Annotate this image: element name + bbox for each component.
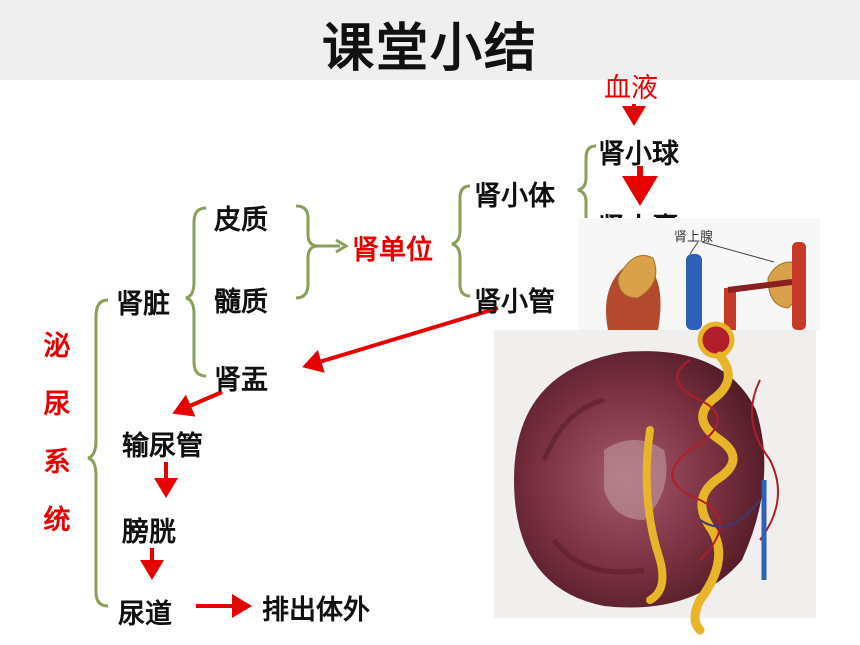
merge-brace (295, 204, 319, 300)
ureter-label: 输尿管 (122, 431, 203, 462)
kidney-photo-drawing (494, 330, 816, 618)
bladder-label: 膀胱 (122, 517, 176, 548)
adrenal-caption: 肾上腺 (674, 230, 714, 245)
glomerulus-label: 肾小球 (598, 139, 679, 170)
pelvis-label: 肾盂 (214, 365, 268, 396)
excrete-label: 排出体外 (262, 595, 370, 626)
system-brace (87, 298, 109, 608)
blood-label: 血液 (604, 73, 658, 104)
corpuscle-label: 肾小体 (474, 181, 555, 212)
kidney-label: 肾脏 (116, 289, 170, 320)
adrenal-kidney-illustration: 肾上腺 (578, 218, 820, 330)
cortex-label: 皮质 (214, 205, 268, 236)
page-title: 课堂小结 (321, 19, 538, 79)
adrenal-drawing (606, 241, 806, 330)
title-bar (0, 0, 860, 80)
arrow-pelvis-ureter (172, 390, 223, 417)
urethra-label: 尿道 (118, 599, 172, 630)
kidney-section-photo (494, 330, 816, 618)
nephron-label: 肾单位 (352, 235, 433, 266)
system-label: 泌尿系统 (40, 318, 74, 550)
nephron-brace (451, 184, 471, 298)
arrow-tubule-pelvis (302, 306, 499, 373)
tubule-label: 肾小管 (474, 287, 555, 318)
medulla-label: 髓质 (214, 287, 268, 318)
kidney-brace (185, 206, 207, 378)
system-text: 泌尿系统 (43, 331, 71, 536)
